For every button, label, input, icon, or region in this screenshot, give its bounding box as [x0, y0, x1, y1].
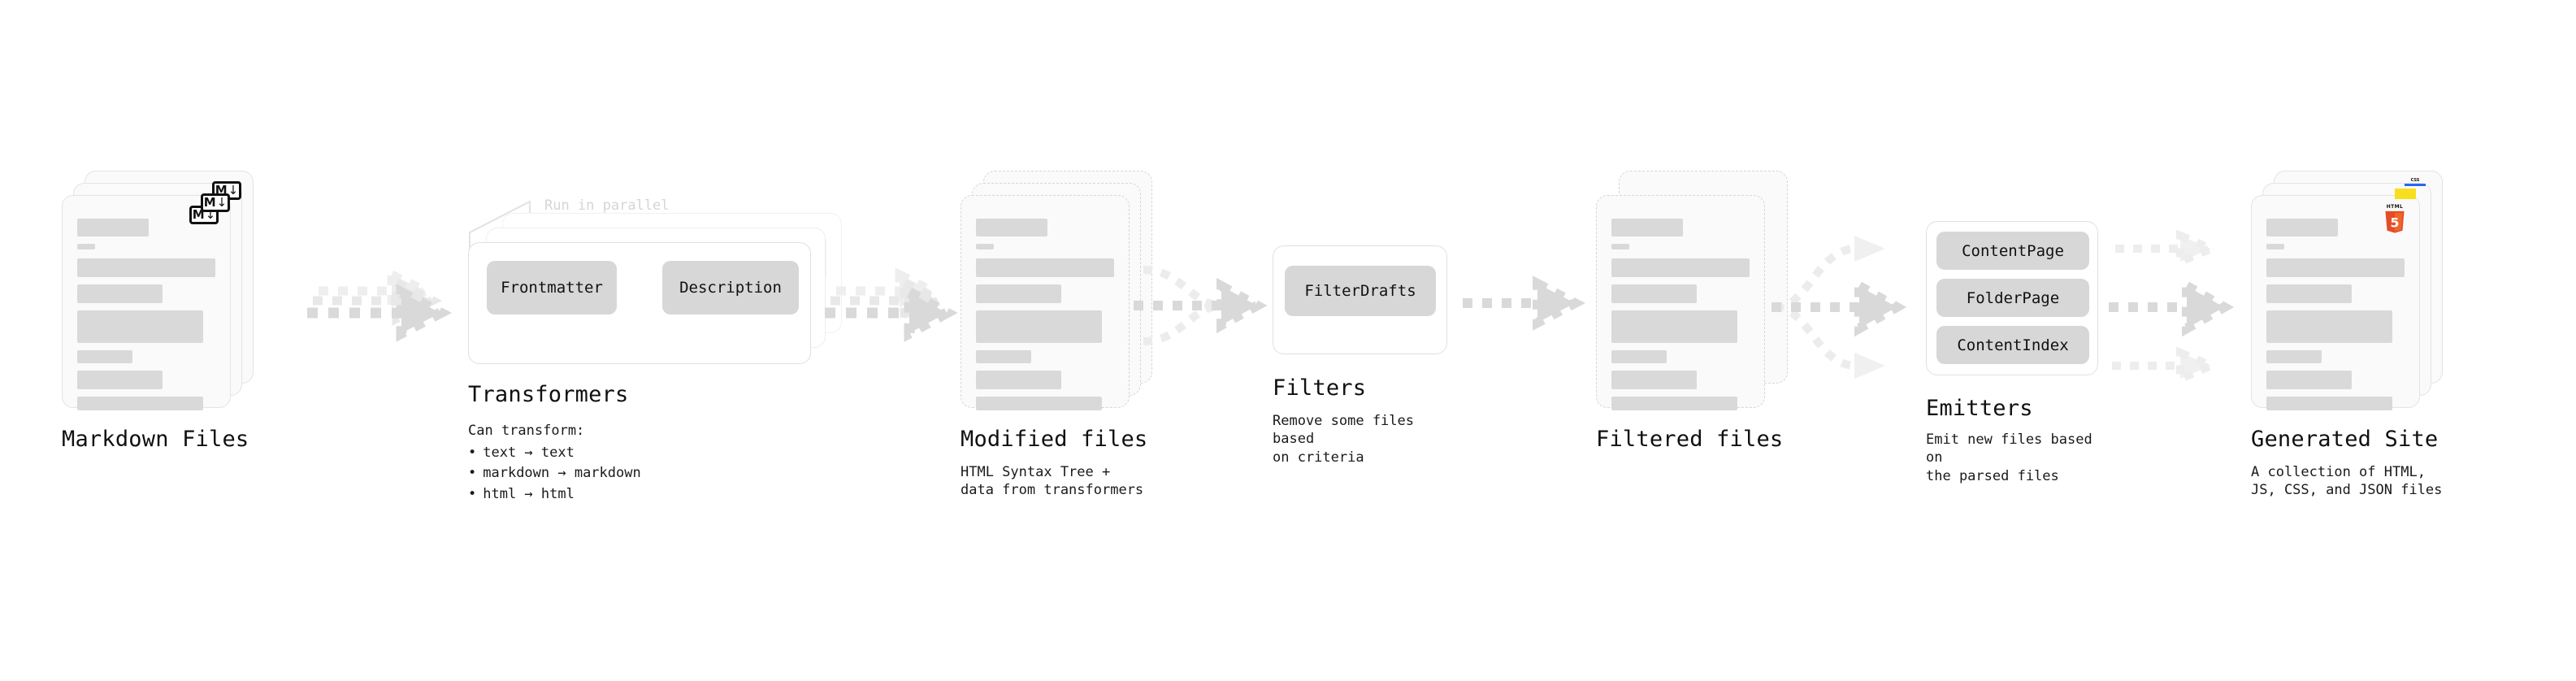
- css3-icon-label: CSS: [2410, 178, 2420, 183]
- skeleton-bar: [1611, 310, 1737, 343]
- skeleton-bar: [77, 310, 203, 343]
- stage-subtitle: A collection of HTML, JS, CSS, and JSON …: [2251, 464, 2443, 499]
- transformer-chip-frontmatter[interactable]: Frontmatter: [487, 261, 617, 314]
- skeleton-bar: [976, 244, 994, 249]
- document-card-front: HTML 5: [2251, 195, 2420, 410]
- transformers-capability-list: Can transform: text → text markdown → ma…: [468, 421, 641, 505]
- skeleton-bar: [1611, 284, 1698, 303]
- filter-chip-filterdrafts[interactable]: FilterDrafts: [1285, 266, 1436, 316]
- skeleton-bar: [77, 219, 149, 236]
- transformer-chip-description[interactable]: Description: [662, 261, 799, 314]
- stage-title: Modified files: [961, 427, 1148, 452]
- markdown-icon-arrow: ↓: [228, 183, 239, 197]
- skeleton-bar: [976, 371, 1062, 389]
- skeleton-bar: [77, 244, 95, 249]
- skeleton-bar: [2266, 310, 2392, 343]
- stage-title: Transformers: [468, 382, 629, 407]
- stage-title: Emitters: [1926, 396, 2033, 421]
- stage-subtitle: Emit new files based on the parsed files: [1926, 432, 2092, 484]
- markdown-icon-letter: M: [215, 183, 228, 197]
- skeleton-bar: [976, 310, 1102, 343]
- css3-icon: CSS: [2405, 178, 2426, 186]
- markdown-icon: M↓: [201, 193, 230, 212]
- skeleton-bar: [1611, 258, 1750, 277]
- flow-arrow-split: [1772, 236, 1926, 382]
- filters-box: FilterDrafts: [1273, 245, 1447, 354]
- flow-arrow-single: [1463, 275, 1593, 345]
- list-item: html → html: [468, 484, 641, 505]
- css3-icon-underline: [2405, 184, 2426, 186]
- skeleton-bar: [1611, 244, 1629, 249]
- skeleton-bar: [77, 258, 215, 277]
- flow-arrow-parallel-three: [2109, 229, 2255, 385]
- stage-title: Generated Site: [2251, 427, 2439, 452]
- emitter-chip-folderpage[interactable]: FolderPage: [1936, 279, 2089, 317]
- stage-markdown-files: M ↓ M↓ M↓: [62, 171, 254, 452]
- html5-icon: HTML 5: [2382, 204, 2408, 233]
- emitters-box: ContentPage FolderPage ContentIndex: [1926, 221, 2098, 375]
- list-heading: Can transform:: [468, 423, 585, 439]
- skeleton-bar: [2266, 244, 2284, 249]
- stage-filtered-files: Filtered files: [1596, 171, 1788, 452]
- skeleton-bar: [2266, 219, 2338, 236]
- skeleton-bar: [976, 397, 1102, 410]
- javascript-icon: [2395, 189, 2416, 199]
- skeleton-bar: [976, 350, 1031, 363]
- run-in-parallel-label: Run in parallel: [544, 197, 670, 214]
- arrowhead: [1854, 236, 1885, 262]
- document-skeleton: [1611, 219, 1750, 418]
- skeleton-bar: [77, 350, 132, 363]
- document-skeleton: [976, 219, 1114, 418]
- skeleton-bar: [976, 219, 1047, 236]
- stage-subtitle: Remove some files based on criteria: [1273, 413, 1414, 466]
- arrowhead: [1854, 353, 1885, 379]
- list-item: text → text: [468, 443, 641, 464]
- html5-icon-label: HTML: [2386, 204, 2404, 210]
- document-card-front: M↓: [62, 195, 231, 410]
- skeleton-bar: [2266, 397, 2392, 410]
- skeleton-bar: [2266, 350, 2322, 363]
- document-card-front: [961, 195, 1130, 410]
- stage-filters: FilterDrafts Filters Remove some files b…: [1273, 245, 1447, 466]
- emitter-chip-contentpage[interactable]: ContentPage: [1936, 232, 2089, 270]
- stage-transformers: Run in parallel Frontmatter Description …: [455, 193, 878, 502]
- stage-title: Filtered files: [1596, 427, 1784, 452]
- stage-title: Filters: [1273, 375, 1367, 401]
- skeleton-bar: [2266, 371, 2353, 389]
- flow-arrow-merge: [1134, 258, 1280, 356]
- skeleton-bar: [976, 284, 1062, 303]
- emitter-chip-contentindex[interactable]: ContentIndex: [1936, 326, 2089, 364]
- skeleton-bar: [2266, 258, 2405, 277]
- transformer-box-front: Frontmatter Description: [468, 242, 811, 364]
- document-card-front: [1596, 195, 1765, 410]
- document-skeleton: [77, 219, 215, 418]
- skeleton-bar: [77, 371, 163, 389]
- stage-subtitle: HTML Syntax Tree + data from transformer…: [961, 464, 1144, 499]
- skeleton-bar: [1611, 371, 1698, 389]
- flow-arrow-triple: [825, 267, 967, 349]
- skeleton-bar: [1611, 219, 1683, 236]
- skeleton-bar: [1611, 350, 1667, 363]
- flow-arrow-triple: [307, 267, 462, 349]
- stage-generated-site: CSS HTML 5: [2251, 171, 2443, 498]
- skeleton-bar: [1611, 397, 1737, 410]
- skeleton-bar: [77, 284, 163, 303]
- skeleton-bar: [976, 258, 1114, 277]
- stage-modified-files: Modified files HTML Syntax Tree + data f…: [961, 171, 1152, 498]
- skeleton-bar: [2266, 284, 2353, 303]
- document-skeleton: [2266, 219, 2405, 418]
- svg-text:5: 5: [2391, 215, 2400, 231]
- stage-title: Markdown Files: [62, 427, 249, 452]
- list-item: markdown → markdown: [468, 463, 640, 484]
- skeleton-bar: [77, 397, 203, 410]
- stage-emitters: ContentPage FolderPage ContentIndex Emit…: [1926, 221, 2098, 484]
